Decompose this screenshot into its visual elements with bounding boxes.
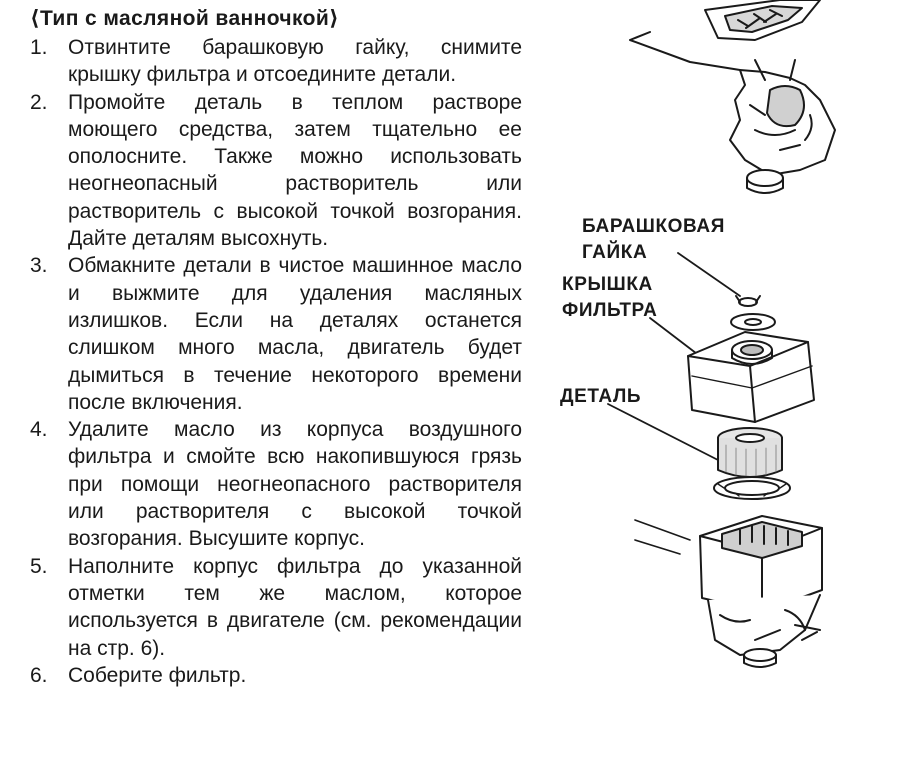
instruction-step: 6. Соберите фильтр. xyxy=(30,662,522,689)
step-number: 3. xyxy=(30,254,48,278)
wing-nut-label: БАРАШКОВАЯ ГАЙКА xyxy=(582,214,725,266)
step-number: 1. xyxy=(30,36,48,59)
filter-cover-part xyxy=(687,331,815,423)
section-heading: ⟨Тип с масляной ванночкой⟩ xyxy=(30,7,340,30)
step-number: 4. xyxy=(30,418,48,442)
wing-nut-label-line1: БАРАШКОВАЯ xyxy=(582,216,725,237)
step-text: Наполните корпус фильтра до указанной от… xyxy=(68,554,522,660)
filter-cover-label: КРЫШКА ФИЛЬТРА xyxy=(562,272,657,324)
instruction-step: 2. Промойте деталь в теплом растворе мою… xyxy=(30,89,522,253)
instruction-list: 1. Отвинтите барашковую гайку, снимите к… xyxy=(30,34,522,689)
step-text: Отвинтите барашковую гайку, снимите крыш… xyxy=(68,36,522,87)
step-text: Соберите фильтр. xyxy=(68,663,247,687)
air-filter-exploded-diagram: БАРАШКОВАЯ ГАЙКА КРЫШКА ФИЛЬТРА ДЕТАЛЬ xyxy=(540,0,910,765)
wing-nut-label-line2: ГАЙКА xyxy=(582,242,648,263)
step-number: 5. xyxy=(30,554,48,578)
filter-element-part xyxy=(717,427,783,478)
step-number: 2. xyxy=(30,90,48,114)
engine-top-fragment xyxy=(629,0,836,194)
instruction-step: 1. Отвинтите барашковую гайку, снимите к… xyxy=(30,34,522,89)
gasket-ring-part xyxy=(713,476,791,500)
step-text: Промойте деталь в теплом растворе моющег… xyxy=(68,90,522,251)
step-number: 6. xyxy=(30,663,48,687)
filter-housing-part xyxy=(634,515,823,668)
step-text: Обмакните детали в чистое машинное масло… xyxy=(68,254,522,414)
step-text: Удалите масло из корпуса воздушного филь… xyxy=(68,418,522,551)
washer-part xyxy=(730,313,776,331)
filter-cover-label-line1: КРЫШКА xyxy=(562,274,653,295)
instruction-step: 3. Обмакните детали в чистое машинное ма… xyxy=(30,252,522,416)
filter-element-label: ДЕТАЛЬ xyxy=(560,386,642,407)
filter-cover-label-line2: ФИЛЬТРА xyxy=(562,300,658,321)
wing-nut-part xyxy=(735,295,761,307)
air-filter-illustration xyxy=(607,0,836,668)
instruction-step: 4. Удалите масло из корпуса воздушного ф… xyxy=(30,416,522,552)
instruction-step: 5. Наполните корпус фильтра до указанной… xyxy=(30,553,522,662)
